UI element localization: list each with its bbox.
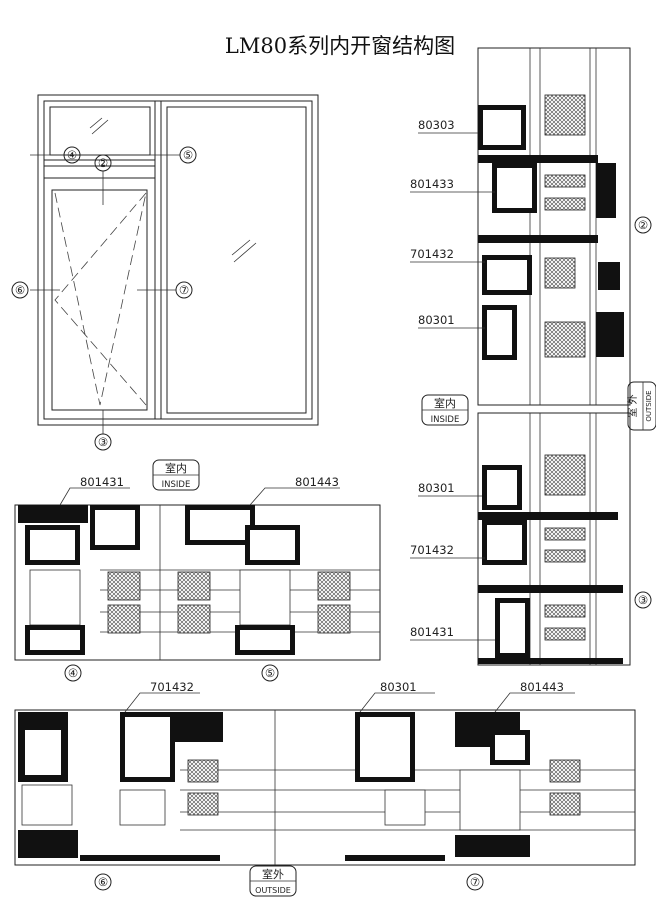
svg-text:INSIDE: INSIDE	[162, 480, 191, 490]
part-label-801431: 801431	[410, 625, 454, 639]
part-label-701432: 701432	[410, 543, 454, 557]
callout-4: ④	[67, 148, 77, 162]
section-marker-6: ⑥	[98, 875, 108, 889]
callout-6: ⑥	[15, 283, 25, 297]
part-label-701432: 701432	[410, 247, 454, 261]
section-marker-3: ③	[638, 593, 648, 607]
svg-text:室外: 室外	[262, 867, 284, 881]
inside-badge-section: 室内 INSIDE	[152, 459, 200, 491]
part-label-80301: 80301	[380, 680, 417, 694]
page-title: LM80系列内开窗结构图	[225, 34, 455, 58]
section-6-7-drawing	[14, 692, 636, 866]
part-label-701432: 701432	[150, 680, 194, 694]
part-label-801433: 801433	[410, 177, 454, 191]
section-4-5-drawing	[14, 487, 381, 661]
part-label-80301: 80301	[418, 481, 455, 495]
vertical-section-drawing	[410, 47, 631, 666]
svg-text:室 外: 室 外	[626, 394, 639, 417]
callout-2: ②	[98, 156, 108, 170]
outside-badge-section: 室外 OUTSIDE	[249, 865, 297, 897]
part-label-801431: 801431	[80, 475, 124, 489]
outside-badge-vertical: 室 外 OUTSIDE	[626, 381, 656, 431]
section-marker-4: ④	[68, 666, 78, 680]
svg-text:OUTSIDE: OUTSIDE	[645, 390, 653, 421]
section-marker-7: ⑦	[470, 875, 480, 889]
section-marker-5: ⑤	[265, 666, 275, 680]
callout-3: ③	[98, 435, 108, 449]
svg-text:室内: 室内	[434, 396, 456, 410]
elevation-callouts: ② ③ ④ ⑤ ⑥ ⑦	[11, 146, 197, 451]
callout-7: ⑦	[179, 283, 189, 297]
svg-text:OUTSIDE: OUTSIDE	[255, 886, 291, 895]
vertical-section-labels: 80303 801433 701432 80301 80301 701432 8…	[410, 118, 652, 639]
window-elevation	[30, 94, 319, 434]
svg-text:室内: 室内	[165, 461, 187, 475]
part-label-801443: 801443	[520, 680, 564, 694]
callout-5: ⑤	[183, 148, 193, 162]
section-6-7-labels: 701432 80301 801443 ⑥ ⑦	[94, 680, 564, 891]
part-label-801443: 801443	[295, 475, 339, 489]
section-marker-2: ②	[638, 218, 648, 232]
part-label-80301: 80301	[418, 313, 455, 327]
section-4-5-labels: 801431 801443 ④ ⑤	[64, 475, 339, 682]
part-label-80303: 80303	[418, 118, 455, 132]
inside-badge: 室内 INSIDE	[421, 394, 469, 426]
svg-text:INSIDE: INSIDE	[431, 415, 460, 425]
